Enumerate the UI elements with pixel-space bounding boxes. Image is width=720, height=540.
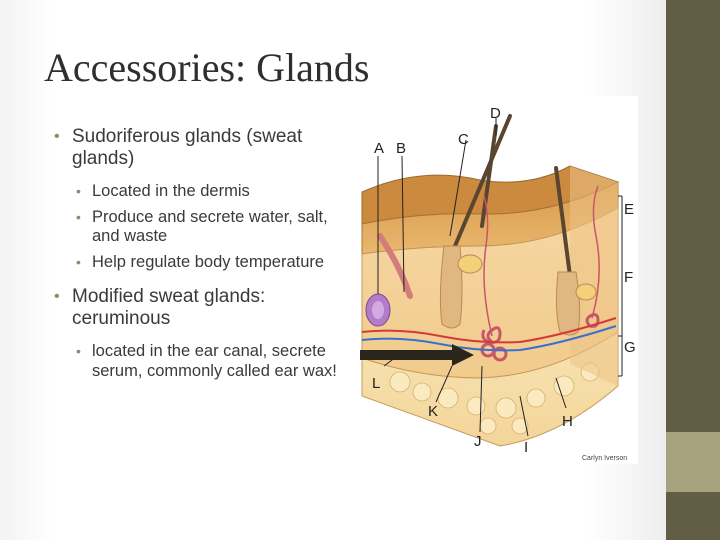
label-g: G [624, 339, 636, 356]
bullet-dot-icon: • [76, 253, 81, 270]
bullet-sweat-glands: • Sudoriferous glands (sweat glands) [52, 126, 352, 170]
accent-band-light [666, 432, 720, 492]
sub-bullet: • Located in the dermis [52, 182, 352, 202]
bullet-dot-icon: • [76, 208, 81, 225]
label-j: J [474, 433, 482, 450]
sub-bullet-text: located in the ear canal, secrete serum,… [92, 342, 337, 380]
sub-bullet: • located in the ear canal, secrete seru… [52, 342, 352, 381]
accent-band-bottom [666, 492, 720, 540]
bullet-text: Sudoriferous glands (sweat glands) [72, 126, 303, 169]
label-h: H [562, 413, 573, 430]
label-a: A [374, 140, 384, 157]
sub-bullet: • Help regulate body temperature [52, 253, 352, 273]
hair-shafts [453, 114, 572, 278]
sub-bullet-text: Help regulate body temperature [92, 252, 325, 271]
label-i: I [524, 439, 528, 456]
bullet-dot-icon: • [54, 128, 60, 145]
label-c: C [458, 131, 469, 148]
hair-follicles [439, 245, 581, 336]
accent-band-dark [666, 0, 720, 432]
bullet-ceruminous-glands: • Modified sweat glands: ceruminous [52, 286, 352, 330]
slide-title: Accessories: Glands [44, 45, 370, 90]
bullet-dot-icon: • [76, 343, 81, 359]
label-l: L [372, 375, 380, 392]
sub-bullet: • Produce and secrete water, salt, and w… [52, 208, 352, 247]
bullet-text: Modified sweat glands: ceruminous [72, 286, 266, 329]
label-f: F [624, 269, 633, 286]
bullet-dot-icon: • [54, 288, 60, 305]
sub-bullet-text: Produce and secrete water, salt, and was… [92, 207, 328, 246]
label-b: B [396, 140, 406, 157]
sweat-ducts [483, 185, 600, 337]
fat-lobules [389, 362, 600, 435]
label-e: E [624, 201, 634, 218]
label-k: K [428, 403, 438, 420]
skin-diagram-svg: A B C D E F G H I J K L Carlyn Iverson [360, 105, 636, 462]
label-d: D [490, 105, 501, 122]
sebaceous-glands [457, 254, 597, 301]
arrector-pili-muscle [377, 233, 413, 299]
leader-lines [377, 118, 623, 437]
bullet-list: • Sudoriferous glands (sweat glands) • L… [52, 126, 352, 387]
skin-side-face [570, 166, 618, 386]
pointer-arrow [360, 344, 474, 366]
skin-cross-section-diagram: A B C D E F G H I J K L Carlyn Iverson [360, 96, 638, 464]
pacinian-corpuscle [365, 293, 391, 327]
illustration-credit: Carlyn Iverson [582, 455, 627, 462]
bullet-dot-icon: • [76, 183, 81, 199]
blood-vessels [361, 317, 617, 352]
sub-bullet-text: Located in the dermis [92, 182, 250, 200]
